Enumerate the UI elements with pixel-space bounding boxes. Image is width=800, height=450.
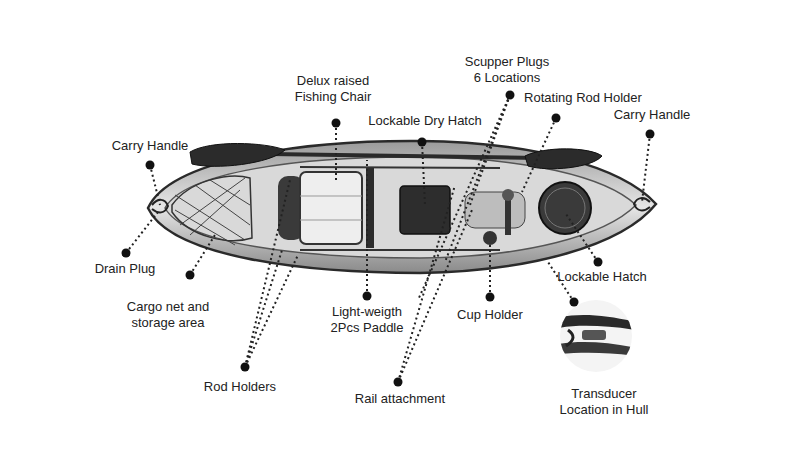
part-label: Cup Holder xyxy=(440,307,540,323)
part-label: Delux raised Fishing Chair xyxy=(283,73,383,105)
fishing-chair xyxy=(278,168,374,248)
leader-line xyxy=(126,95,650,382)
lockable-hatch xyxy=(539,182,591,234)
kayak-deck xyxy=(165,157,636,258)
part-label: Carry Handle xyxy=(597,107,707,123)
part-label: Transducer Location in Hull xyxy=(554,386,654,418)
part-label: Scupper Plugs 6 Locations xyxy=(462,54,552,86)
part-label: Lockable Dry Hatch xyxy=(350,113,500,129)
cargo-net xyxy=(172,176,252,245)
kayak-hull xyxy=(148,141,656,273)
part-label: Carry Handle xyxy=(95,138,205,154)
transducer-inset xyxy=(558,300,636,372)
part-label: Light-weigth 2Pcs Paddle xyxy=(322,304,412,336)
part-label: Drain Plug xyxy=(75,261,175,277)
part-label: Cargo net and storage area xyxy=(123,299,213,331)
part-label: Rail attachment xyxy=(335,391,465,407)
carry-handle xyxy=(152,200,168,213)
part-label: Rotating Rod Holder xyxy=(513,90,653,106)
part-label: Lockable Hatch xyxy=(542,269,662,285)
part-label: Rod Holders xyxy=(185,379,295,395)
console xyxy=(465,189,525,245)
leader-dot xyxy=(122,91,655,387)
paddle xyxy=(190,144,602,169)
